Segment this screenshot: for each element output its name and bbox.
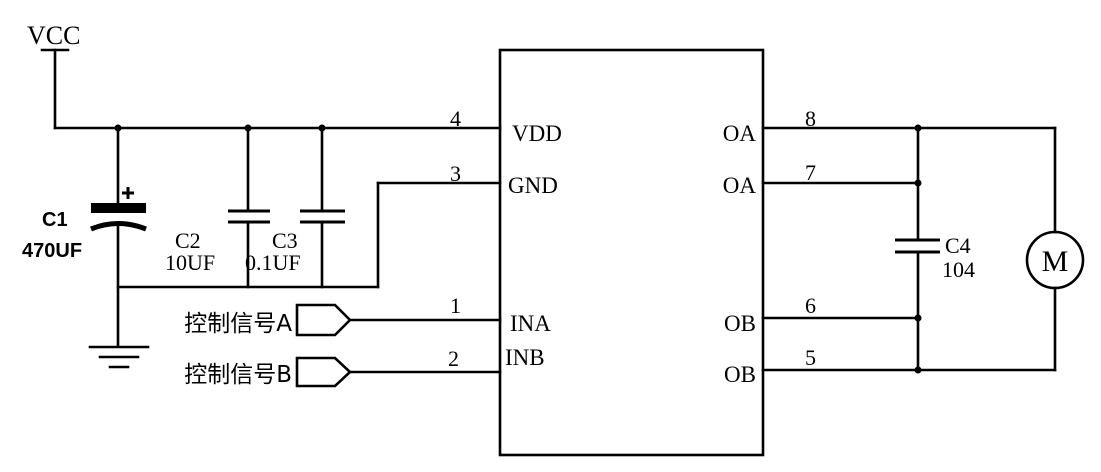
pin-name-oa-7: OA [723,173,757,198]
motor-label: M [1042,245,1069,278]
capacitor-c1: C1 470UF [22,126,147,347]
c4-ref: C4 [945,233,971,258]
pin-name-vdd: VDD [512,121,562,146]
pin-number-4: 4 [450,106,461,131]
pin-number-8: 8 [805,106,816,131]
pin-number-6: 6 [805,293,816,318]
pin-name-gnd: GND [508,173,558,198]
vcc-supply: VCC [27,21,80,130]
capacitor-c3: C3 0.1UF [245,126,345,289]
pin-number-7: 7 [805,160,816,185]
c2-ref: C2 [175,228,201,253]
c2-value: 10UF [165,250,215,275]
c4-value: 104 [942,257,975,282]
pin-name-oa-8: OA [723,121,757,146]
pin-number-5: 5 [805,345,816,370]
pin-name-ina: INA [510,311,551,336]
pin-number-1: 1 [450,293,461,318]
pin-name-ob-5: OB [724,362,756,387]
c1-ref: C1 [42,209,68,231]
input-b-port-symbol [295,356,352,388]
motor: M [1025,126,1085,372]
c1-plate-negative [90,221,147,232]
c1-value: 470UF [22,240,82,262]
input-b-label: 控制信号B [184,362,292,388]
driver-ic: 4 VDD 3 GND 1 INA 2 INB OA 8 OA 7 OB 6 O… [448,48,816,457]
pin-number-3: 3 [450,161,461,186]
input-a-label: 控制信号A [184,311,292,337]
c3-value: 0.1UF [245,250,301,275]
ic-body [498,48,765,457]
pin-name-inb: INB [505,345,545,370]
pin-name-ob-6: OB [724,311,756,336]
c3-ref: C3 [272,228,298,253]
capacitor-c2: C2 10UF [165,126,270,289]
capacitor-c4: C4 104 [895,126,975,372]
plus-icon [122,187,134,199]
vcc-label: VCC [27,21,80,50]
input-a-port-symbol [295,303,352,337]
input-port-a: 控制信号A [184,303,502,337]
pin-number-2: 2 [448,346,459,371]
ground-symbol [88,345,150,369]
input-port-b: 控制信号B [184,356,502,388]
c1-plate-positive [91,203,146,213]
